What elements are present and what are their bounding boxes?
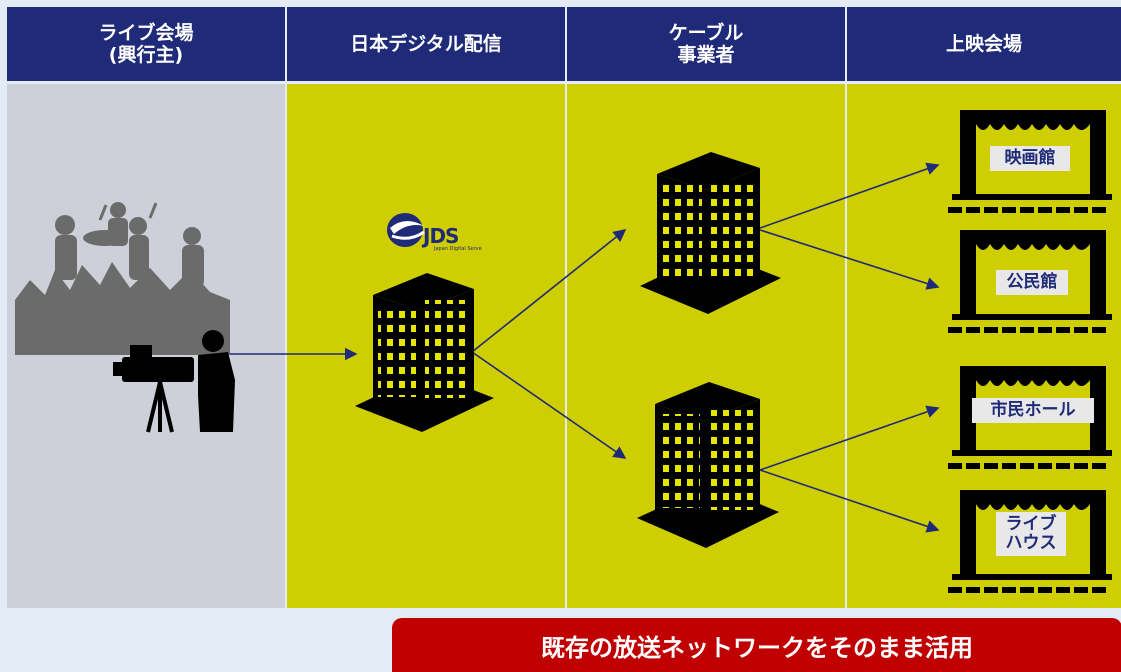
cable-operator-building-lower-icon [637,382,779,548]
theater-label-civic-hall: 市民ホール [972,398,1094,423]
theater-label-community-hall: 公民館 [996,270,1068,295]
arrow-cable-upper-to-cinema [759,162,940,229]
jds-logo-icon [387,213,425,247]
concert-crowd-icon [15,202,230,355]
theater-label-cinema: 映画館 [990,146,1070,171]
theater-label-live-house: ライブ ハウス [996,512,1066,556]
column-header-row: ライブ会場 (興行主) 日本デジタル配信 ケーブル 事業者 上映会場 [7,7,1121,81]
arrow-jds-to-cable-lower [471,351,627,459]
arrow-jds-to-cable-upper [471,229,627,353]
arrow-cable-lower-to-civic-hall [759,405,940,471]
flow-arrows [230,162,940,533]
jds-building-icon [355,273,494,432]
cable-operator-building-upper-icon [640,152,781,314]
jds-logo-text: JDS [423,224,459,248]
theater-live-house-icon [948,490,1112,593]
theater-community-hall-icon [948,230,1112,333]
screening-venue-column [847,84,1121,608]
network-banner: 既存の放送ネットワークをそのまま活用 [392,618,1121,672]
cameraman-icon [113,330,235,433]
jds-logo-subtext: Japan Digital Serve [434,246,482,252]
arrow-cable-lower-to-live-house [759,469,940,533]
column-header-screening-venue: 上映会場 [847,7,1121,81]
theater-civic-hall-icon [948,366,1112,469]
column-header-live-venue: ライブ会場 (興行主) [7,7,285,81]
theater-cinema-icon [948,110,1112,213]
column-header-cable-operator: ケーブル 事業者 [567,7,845,81]
arrow-cable-upper-to-community-hall [759,229,940,290]
column-header-jds: 日本デジタル配信 [287,7,565,81]
